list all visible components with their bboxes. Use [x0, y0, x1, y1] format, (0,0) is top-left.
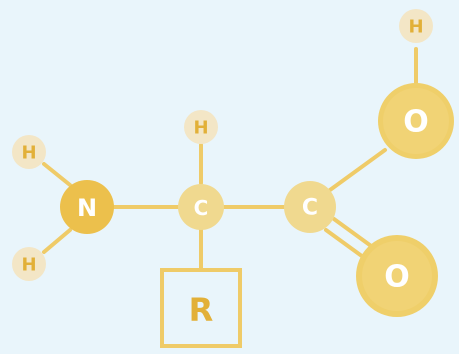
r-group-label: R — [189, 291, 214, 329]
atom-o-hydroxyl: O — [378, 83, 454, 159]
bond-h-n-top — [42, 162, 72, 187]
atom-h-top-right: H — [399, 9, 433, 43]
atom-c-alpha-label: C — [194, 196, 209, 220]
bond-h-n-bottom — [42, 228, 72, 254]
bond-c-oh — [328, 148, 387, 192]
atom-o-carbonyl: O — [356, 235, 438, 317]
atom-n-amine: N — [60, 180, 114, 234]
atom-h-top-right-label: H — [408, 17, 423, 38]
atom-h-amine-top-label: H — [21, 143, 36, 164]
atom-o-hydroxyl-label: O — [403, 105, 429, 140]
r-group-box: R — [160, 268, 242, 348]
atom-h-amine-top: H — [12, 135, 46, 169]
atom-n-amine-label: N — [77, 194, 97, 222]
atom-h-amine-bottom-label: H — [21, 255, 36, 276]
atom-o-carbonyl-label: O — [384, 260, 410, 295]
bonds — [42, 47, 418, 272]
atom-h-amine-bottom: H — [12, 247, 46, 281]
atom-c-carboxyl-label: C — [302, 196, 318, 221]
atom-c-carboxyl: C — [284, 181, 336, 233]
atom-h-alpha-label: H — [193, 118, 208, 139]
atom-c-alpha: C — [178, 184, 224, 230]
atom-h-alpha: H — [184, 110, 218, 144]
